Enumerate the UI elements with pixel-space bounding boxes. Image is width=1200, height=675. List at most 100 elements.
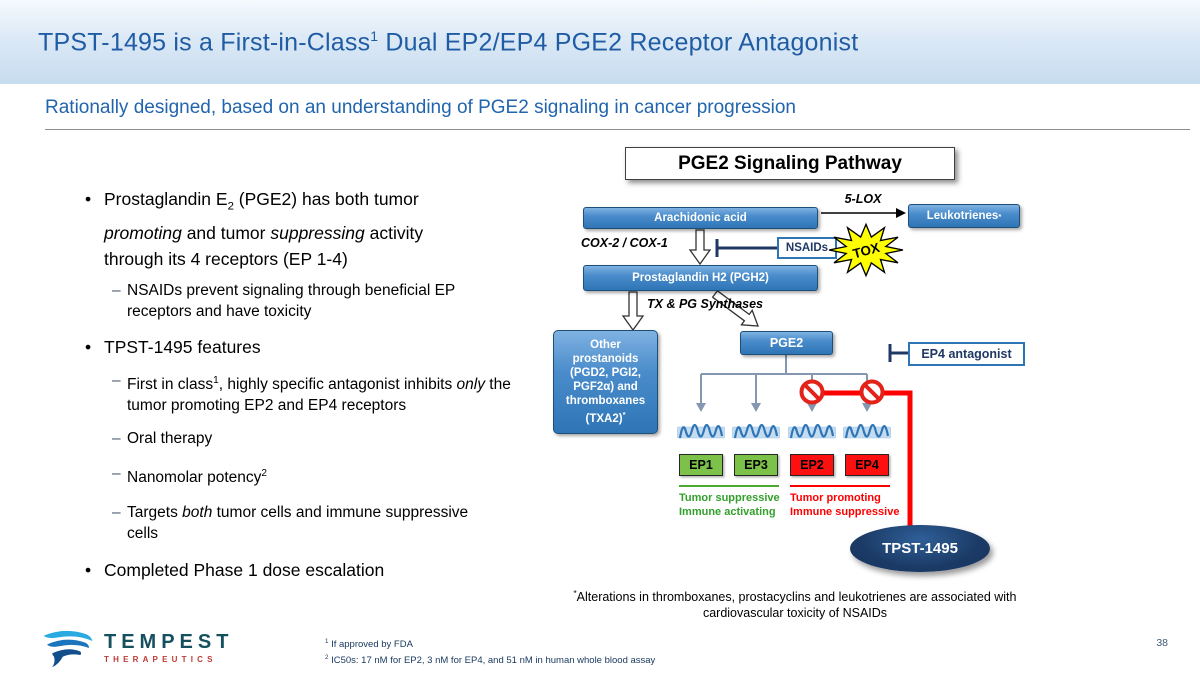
receptor-icon-ep3: [731, 412, 781, 444]
bullet-text: TPST-1495 features: [104, 336, 261, 357]
text-segment: Targets: [127, 503, 183, 521]
arrowhead-5lox: [896, 208, 906, 218]
title-text: TPST-1495 is a First-in-Class: [38, 28, 371, 57]
subbullet-oral-therapy: – Oral therapy: [112, 428, 555, 449]
diagram-footnote: *Alterations in thromboxanes, prostacycl…: [550, 586, 1040, 621]
bullet-phase1: • Completed Phase 1 dose escalation: [85, 557, 555, 583]
text-segment: activity through its 4 receptors (EP 1-4…: [104, 222, 424, 269]
text-italic: suppressing: [270, 222, 365, 243]
footnote-2: 2 IC50s: 17 nM for EP2, 3 nM for EP4, an…: [325, 651, 655, 667]
caption-line: Immune activating: [679, 506, 776, 518]
tpst-1495-ellipse: TPST-1495: [850, 525, 990, 572]
receptor-icon-ep4: [842, 412, 892, 444]
footnote-text: Alterations in thromboxanes, prostacycli…: [576, 590, 1017, 621]
tox-starburst: TOX: [828, 222, 904, 278]
text-segment: First in class: [127, 375, 214, 393]
branch-arrowhead: [751, 403, 761, 412]
caption-tumor-promoting: Tumor promoting Immune suppressive: [790, 491, 899, 519]
text-segment: Prostaglandin E: [104, 189, 228, 209]
text-segment: , highly specific antagonist inhibits: [218, 375, 457, 393]
bullet-marker: •: [85, 189, 92, 209]
green-caption-line: [679, 485, 779, 487]
bullet-text: Prostaglandin E2 (PGE2) has both tumor p…: [104, 186, 484, 272]
pge2-branch-lines: [700, 355, 868, 404]
branch-arrowhead: [807, 403, 817, 412]
tbar-ep4-antagonist: [888, 344, 908, 362]
text-superscript: 2: [261, 467, 268, 479]
caption-tumor-suppressive: Tumor suppressive Immune activating: [679, 491, 780, 519]
bullet-marker: –: [112, 429, 121, 447]
arrow-to-pge2: [711, 289, 759, 327]
brand-name: TEMPEST: [104, 631, 234, 653]
ep3-box: EP3: [734, 454, 778, 476]
pathway-diagram: PGE2 Signaling Pathway 5-LOX Arachidonic…: [545, 140, 1195, 635]
bullet-marker: •: [85, 336, 92, 357]
footnote-superscript: 2: [325, 654, 329, 662]
asterisk: *: [622, 410, 626, 420]
text-segment: Nanomolar potency: [127, 468, 262, 486]
tpst-inhibition-line: [813, 390, 913, 532]
slide-title: TPST-1495 is a First-in-Class1 Dual EP2/…: [38, 28, 858, 57]
bullet-text: Targets both tumor cells and immune supp…: [127, 502, 487, 544]
bullet-pge2-activity: • Prostaglandin E2 (PGE2) has both tumor…: [85, 186, 555, 272]
ep1-box: EP1: [679, 454, 723, 476]
arrow-other-prostanoids: [621, 291, 645, 332]
footnotes: 1 If approved by FDA 2 IC50s: 17 nM for …: [325, 635, 655, 667]
gpcr-icon: [731, 423, 781, 439]
bullet-list: • Prostaglandin E2 (PGE2) has both tumor…: [85, 186, 555, 583]
bullet-marker: –: [112, 281, 121, 299]
slide-subtitle: Rationally designed, based on an underst…: [45, 97, 796, 118]
receptor-icon-ep1: [676, 412, 726, 444]
tempest-logo: TEMPEST THERAPEUTICS: [40, 627, 233, 669]
text-segment: and tumor: [181, 222, 271, 243]
gpcr-icon: [787, 423, 837, 439]
footnote-1: 1 If approved by FDA: [325, 635, 655, 651]
bullet-marker: –: [112, 464, 121, 482]
label-cox: COX-2 / COX-1: [581, 236, 668, 250]
subbullet-nsaids: – NSAIDs prevent signaling through benef…: [112, 280, 555, 322]
branch-arrowhead: [862, 403, 872, 412]
ep4-box: EP4: [845, 454, 889, 476]
arrow-cox-step: [688, 229, 712, 266]
footnote-text: IC50s: 17 nM for EP2, 3 nM for EP4, and …: [328, 655, 656, 667]
branch-arrowhead: [696, 403, 706, 412]
gpcr-icon: [842, 423, 892, 439]
red-caption-line: [790, 485, 890, 487]
starburst-shape: [828, 222, 904, 278]
bullet-text: First in class1, highly specific antagon…: [127, 370, 549, 416]
page-number: 38: [1156, 637, 1168, 649]
bullet-text: NSAIDs prevent signaling through benefic…: [127, 281, 455, 320]
title-superscript: 1: [370, 28, 379, 44]
box-other-prostanoids: Other prostanoids (PGD2, PGI2, PGF2α) an…: [553, 330, 658, 434]
box-leukotrienes: Leukotrienes*: [908, 204, 1020, 228]
pathway-connectors: [621, 208, 913, 532]
ep2-box: EP2: [790, 454, 834, 476]
box-arachidonic-acid: Arachidonic acid: [583, 207, 818, 229]
text-italic: promoting: [104, 222, 182, 243]
text-superscript: 1: [213, 374, 219, 386]
bullet-text: Oral therapy: [127, 429, 213, 447]
box-ep4-antagonist: EP4 antagonist: [908, 342, 1025, 366]
tox-text: TOX: [851, 240, 881, 262]
subbullet-first-in-class: – First in class1, highly specific antag…: [112, 370, 555, 416]
label-synthases: TX & PG Synthases: [647, 297, 764, 311]
text-segment: the tumor promoting EP2 and EP4 receptor…: [127, 375, 511, 414]
text-italic: both: [182, 503, 213, 521]
logo-wordmark: TEMPEST THERAPEUTICS: [104, 632, 233, 664]
bullet-text: Nanomolar potency2: [127, 463, 267, 488]
label-5lox: 5-LOX: [844, 192, 882, 206]
subbullet-targets-both: – Targets both tumor cells and immune su…: [112, 502, 555, 544]
divider-line: [45, 129, 1190, 130]
box-label: Other prostanoids (PGD2, PGI2, PGF2α) an…: [556, 338, 655, 426]
bullet-tpst-features: • TPST-1495 features: [85, 334, 555, 360]
footnote-superscript: 1: [325, 638, 329, 645]
prohibition-icon-ep2: [799, 379, 825, 405]
tbar-nsaids: [715, 239, 777, 257]
text-italic: only: [456, 375, 485, 393]
caption-line: Tumor suppressive: [679, 492, 780, 504]
caption-line: Immune suppressive: [790, 506, 900, 518]
box-label: Leukotrienes: [926, 210, 999, 222]
text-segment: Other prostanoids (PGD2, PGI2, PGF2α) an…: [565, 339, 646, 425]
caption-line: Tumor promoting: [790, 492, 881, 504]
